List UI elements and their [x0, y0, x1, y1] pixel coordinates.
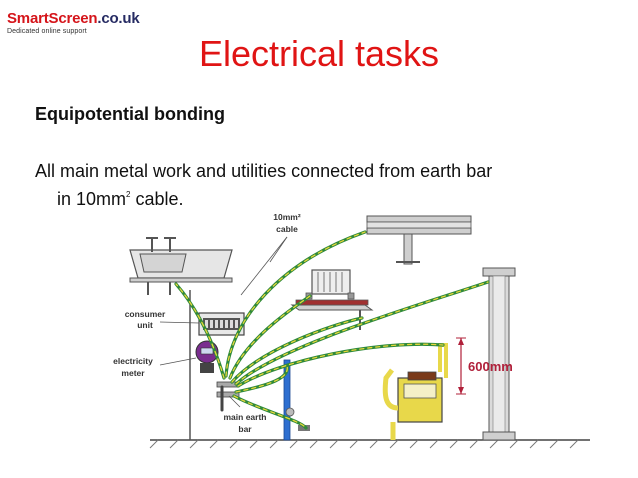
- body-text: All main metal work and utilities connec…: [35, 159, 615, 211]
- steel-column-icon: [482, 267, 516, 441]
- dimension-label: 600mm: [468, 359, 513, 374]
- label-earth-line2: bar: [238, 424, 252, 434]
- logo-brand-red: SmartScreen: [7, 10, 98, 27]
- label-earth-line1: main earth: [224, 412, 267, 422]
- body-line-1: All main metal work and utilities connec…: [35, 161, 493, 181]
- body-line-2-superscript: 2: [126, 190, 131, 199]
- diagram-labels: 10mm² cable consumer unit electricity me…: [113, 212, 301, 434]
- consumer-unit-icon: [198, 312, 245, 336]
- bonding-cables: [174, 230, 490, 430]
- logo-tagline: Dedicated online support: [7, 28, 87, 35]
- section-heading: Equipotential bonding: [35, 104, 225, 124]
- label-consumer-line1: consumer: [125, 309, 166, 319]
- smartscreen-logo: SmartScreen.co.uk Dedicated online suppo…: [7, 10, 140, 35]
- label-cable-line1: 10mm²: [273, 212, 301, 222]
- body-line-2-pre: in 10mm: [57, 189, 127, 209]
- label-meter-line2: meter: [121, 368, 145, 378]
- leader-lines: [159, 236, 288, 408]
- dimension-600mm: 600mm: [456, 337, 513, 395]
- label-cable-line2: cable: [276, 224, 298, 234]
- metal-shelf-icon: [290, 299, 374, 330]
- electricity-meter-icon: [195, 340, 219, 373]
- gas-meter-icon: [382, 343, 448, 440]
- body-line-2: in 10mm2 cable.: [35, 183, 615, 211]
- floor: [149, 439, 590, 449]
- sink-icon: [129, 237, 233, 295]
- slide-title: Electrical tasks: [198, 33, 440, 74]
- radiator-icon: [305, 269, 355, 300]
- logo-brand-dark: .co.uk: [97, 10, 140, 27]
- steel-girder-icon: [366, 215, 472, 265]
- label-meter-line1: electricity: [113, 356, 153, 366]
- logo-wordmark: SmartScreen.co.uk: [7, 10, 140, 27]
- label-consumer-line2: unit: [137, 320, 153, 330]
- body-line-2-post: cable.: [130, 189, 184, 209]
